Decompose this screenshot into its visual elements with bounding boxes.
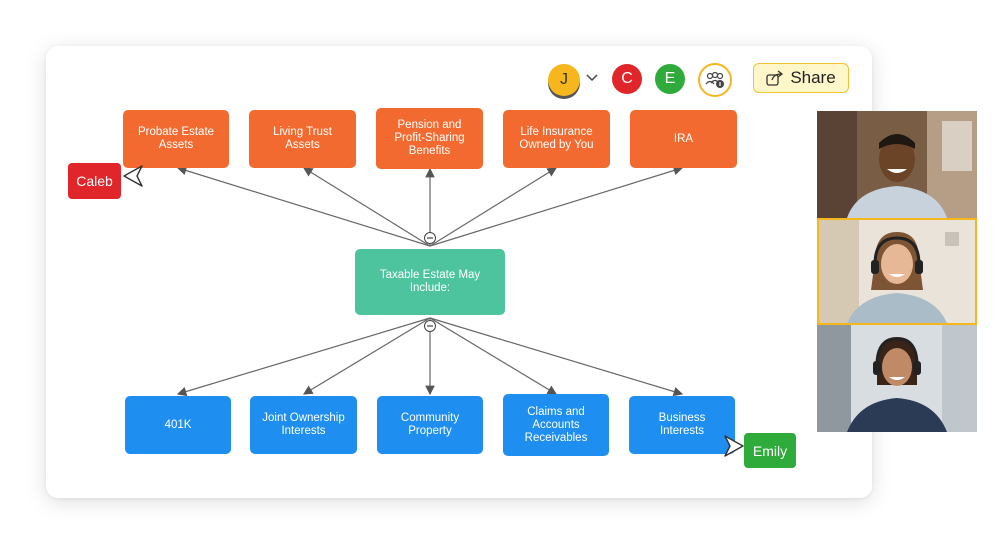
edge-joint <box>302 317 431 395</box>
collaborators-icon <box>705 71 724 88</box>
share-icon <box>766 70 784 86</box>
connector-lines <box>176 165 684 397</box>
cursor-pointer-icon <box>724 435 744 457</box>
collaborators-button[interactable] <box>698 63 732 97</box>
edge-living-trust <box>302 167 431 247</box>
cursor-label-caleb: Caleb <box>68 163 121 199</box>
video-tile-participant-3[interactable] <box>817 325 977 432</box>
node-probate-estate-assets[interactable]: Probate Estate Assets <box>123 110 229 168</box>
node-life-insurance[interactable]: Life Insurance Owned by You <box>503 110 610 168</box>
share-label: Share <box>790 68 836 87</box>
avatar-e[interactable]: E <box>655 64 685 94</box>
video-tile-participant-2[interactable] <box>817 218 977 325</box>
cursor-label-emily: Emily <box>744 433 796 468</box>
edge-life-insurance <box>429 167 558 247</box>
edge-probate <box>176 165 431 247</box>
edge-claims <box>429 317 558 395</box>
node-joint-ownership[interactable]: Joint Ownership Interests <box>250 396 357 454</box>
node-claims-receivables[interactable]: Claims and Accounts Receivables <box>503 394 609 456</box>
diagram-canvas[interactable]: J C E Share Probate Es <box>46 46 872 498</box>
avatar-c[interactable]: C <box>612 64 642 94</box>
node-business-interests[interactable]: Business Interests <box>629 396 735 454</box>
participant-video-image <box>819 220 975 323</box>
cursor-pointer-icon <box>123 165 143 187</box>
node-community-property[interactable]: Community Property <box>377 396 483 454</box>
chevron-down-icon[interactable] <box>586 74 598 82</box>
node-taxable-estate[interactable]: Taxable Estate May Include: <box>355 249 505 315</box>
edge-ira <box>429 165 684 247</box>
collapse-top-icon <box>424 232 436 244</box>
share-button[interactable]: Share <box>753 63 849 93</box>
participant-video-image <box>817 325 977 432</box>
node-ira[interactable]: IRA <box>630 110 737 168</box>
avatar-j[interactable]: J <box>548 64 580 96</box>
node-pension-benefits[interactable]: Pension and Profit-Sharing Benefits <box>376 108 483 169</box>
node-living-trust-assets[interactable]: Living Trust Assets <box>249 110 356 168</box>
video-tile-participant-1[interactable] <box>817 111 977 218</box>
node-401k[interactable]: 401K <box>125 396 231 454</box>
collapse-bottom-icon <box>424 320 436 332</box>
edge-401k <box>176 317 431 397</box>
participant-video-image <box>817 111 977 218</box>
edge-business <box>429 317 684 397</box>
